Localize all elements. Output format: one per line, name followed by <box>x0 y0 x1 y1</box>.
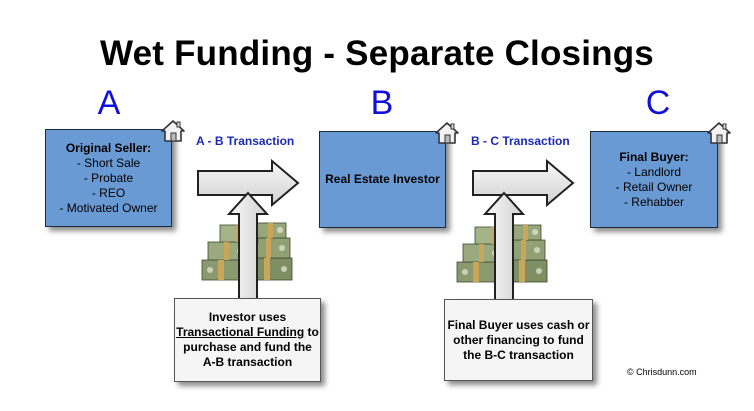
note-line-suffix: to <box>304 325 319 339</box>
buyer-type-item: - Retail Owner <box>615 179 693 194</box>
seller-type-item: - Probate <box>83 170 134 185</box>
transactional-funding-text: Transactional Funding <box>176 325 305 339</box>
real-estate-investor-heading: Real Estate Investor <box>325 172 440 186</box>
letter-b: B <box>370 84 394 122</box>
seller-type-item: - Short Sale <box>76 155 141 170</box>
note-line: other financing to fund <box>453 332 584 347</box>
note-line: Transactional Funding to <box>176 325 319 340</box>
buyer-type-item: - Rehabber <box>623 194 685 209</box>
final-buyer-box: Final Buyer: - Landlord - Retail Owner -… <box>590 131 718 228</box>
real-estate-investor-box: Real Estate Investor <box>319 131 446 228</box>
transaction-label-bc: B - C Transaction <box>471 134 570 148</box>
note-line: purchase and fund the <box>183 340 312 354</box>
house-icon <box>435 122 459 144</box>
note-line: the B-C transaction <box>463 347 574 362</box>
page-title: Wet Funding - Separate Closings <box>100 34 654 73</box>
house-icon <box>161 120 185 142</box>
seller-type-item: - Motivated Owner <box>59 200 158 215</box>
investor-funding-note: Investor uses Transactional Funding to p… <box>174 298 321 382</box>
final-buyer-note: Final Buyer uses cash or other financing… <box>444 299 593 381</box>
copyright-text: © Chrisdunn.com <box>627 367 697 377</box>
note-line: A-B transaction <box>202 355 293 369</box>
original-seller-box: Original Seller: - Short Sale - Probate … <box>45 129 172 227</box>
letter-a: A <box>97 84 121 122</box>
up-arrow-financing-icon <box>482 191 526 301</box>
up-arrow-funding-icon <box>226 191 270 301</box>
seller-type-item: - REO <box>91 185 126 200</box>
note-line: Final Buyer uses cash or <box>447 317 590 332</box>
letter-c: C <box>645 84 671 122</box>
original-seller-heading: Original Seller: <box>65 140 152 155</box>
right-arrow-bc-icon <box>472 158 575 208</box>
buyer-type-item: - Landlord <box>626 164 682 179</box>
final-buyer-heading: Final Buyer: <box>619 149 689 164</box>
house-icon <box>707 122 731 144</box>
right-arrow-ab-icon <box>197 158 300 208</box>
transaction-label-ab: A - B Transaction <box>196 134 295 148</box>
note-line: Investor uses <box>208 310 287 324</box>
